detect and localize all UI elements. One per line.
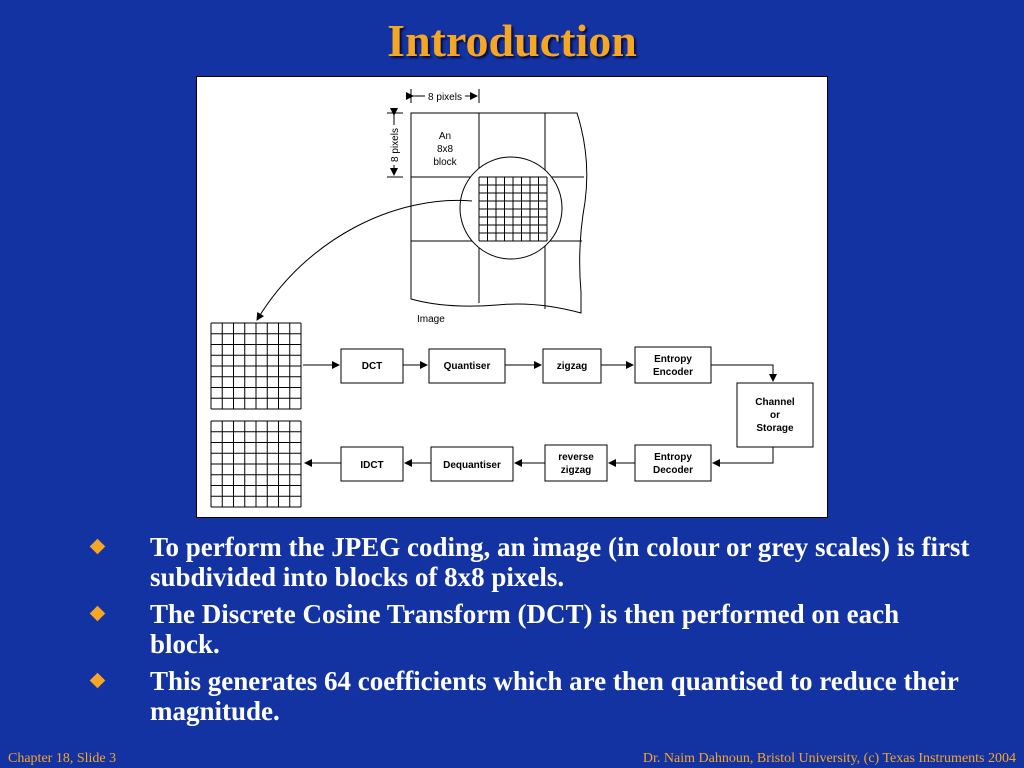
channel-label-1: Channel (755, 397, 795, 408)
bullet-text: The Discrete Cosine Transform (DCT) is t… (150, 599, 900, 659)
vertical-dimension (387, 108, 403, 178)
entropy-decoder-label-1: Entropy (654, 452, 692, 463)
entropy-encoder-label-1: Entropy (654, 354, 692, 365)
entropy-decoder-label-2: Decoder (653, 465, 693, 476)
quantiser-label: Quantiser (444, 361, 491, 372)
curved-arrow (256, 199, 473, 321)
idct-label: IDCT (360, 460, 383, 471)
footer-credit: Dr. Naim Dahnoun, Bristol University, (c… (642, 751, 1016, 766)
dct-box (340, 348, 404, 384)
jpeg-pipeline-diagram: 8 pixels 8 pixels An 8x8 block Image DCT… (196, 76, 828, 518)
magnified-block-grid (478, 176, 548, 242)
idct-box (340, 446, 404, 482)
bullet-text: This generates 64 coefficients which are… (150, 666, 959, 726)
slide-title: Introduction (387, 15, 637, 66)
zigzag-label: zigzag (557, 361, 588, 372)
image-label: Image (417, 314, 445, 325)
dct-label: DCT (362, 361, 383, 372)
bullet-item: To perform the JPEG coding, an image (in… (89, 532, 970, 592)
arrow-to-channel (711, 364, 777, 382)
block-label-line2: 8x8 (437, 144, 454, 155)
zigzag-box (542, 348, 602, 384)
dequantiser-label: Dequantiser (443, 460, 501, 471)
horizontal-dimension (406, 89, 480, 103)
vertical-pixels-label: 8 pixels (390, 128, 401, 162)
diamond-bullet-icon (89, 538, 106, 555)
bullet-list: To perform the JPEG coding, an image (in… (89, 532, 970, 733)
bullet-item: The Discrete Cosine Transform (DCT) is t… (89, 599, 970, 659)
quantiser-box (428, 348, 506, 384)
reverse-zigzag-label-1: reverse (558, 452, 594, 463)
block-label-line3: block (433, 157, 457, 168)
entropy-decoder-box (634, 444, 712, 482)
arrow-to-entropy-decoder (712, 447, 774, 467)
input-block-grid (210, 322, 302, 410)
footer-slide-number: Chapter 18, Slide 3 (8, 751, 117, 766)
diamond-bullet-icon (89, 672, 106, 689)
block-label-line1: An (439, 131, 451, 142)
channel-label-3: Storage (756, 423, 794, 434)
horizontal-pixels-label: 8 pixels (428, 92, 462, 103)
reverse-zigzag-label-2: zigzag (561, 465, 592, 476)
diamond-bullet-icon (89, 605, 106, 622)
entropy-encoder-label-2: Encoder (653, 367, 693, 378)
channel-label-2: or (770, 410, 780, 421)
output-block-grid (210, 420, 302, 508)
bullet-item: This generates 64 coefficients which are… (89, 666, 970, 726)
entropy-encoder-box (634, 346, 712, 384)
bullet-text: To perform the JPEG coding, an image (in… (150, 532, 970, 592)
dequantiser-box (430, 446, 514, 482)
reverse-zigzag-box (544, 444, 608, 482)
channel-box (736, 382, 814, 448)
